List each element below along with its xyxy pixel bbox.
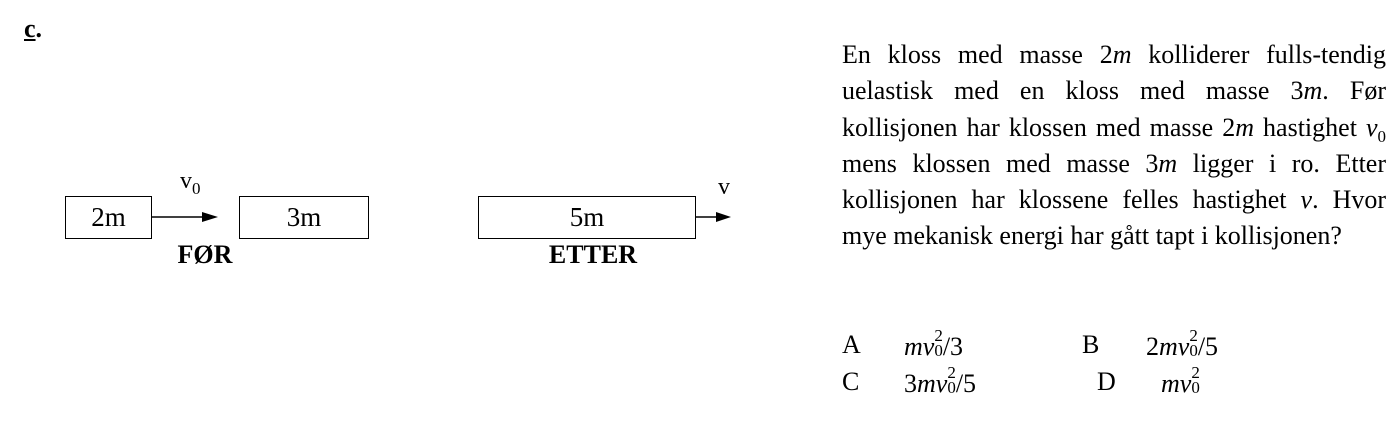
question-text: En kloss med masse 2m kolliderer fulls-­… <box>842 40 1387 251</box>
problem-label: c. <box>24 14 43 43</box>
option-letter: B <box>1082 330 1100 359</box>
block-5m-label: 5m <box>569 202 605 232</box>
caption-after: ETTER <box>548 240 638 269</box>
option-letter: C <box>842 367 860 396</box>
option-letter: D <box>1097 367 1116 396</box>
velocity-arrow-before <box>152 212 218 222</box>
block-3m-label: 3m <box>286 202 322 232</box>
velocity-label-before: v0 <box>180 168 201 198</box>
velocity-label-after: v <box>718 174 730 200</box>
block-3m: 3m <box>239 196 369 239</box>
block-2m: 2m <box>65 196 152 239</box>
option-letter: A <box>842 330 861 359</box>
block-2m-label: 2m <box>91 202 126 232</box>
velocity-arrow-after <box>696 212 731 222</box>
caption-before: FØR <box>177 240 233 269</box>
block-5m: 5m <box>478 196 696 239</box>
